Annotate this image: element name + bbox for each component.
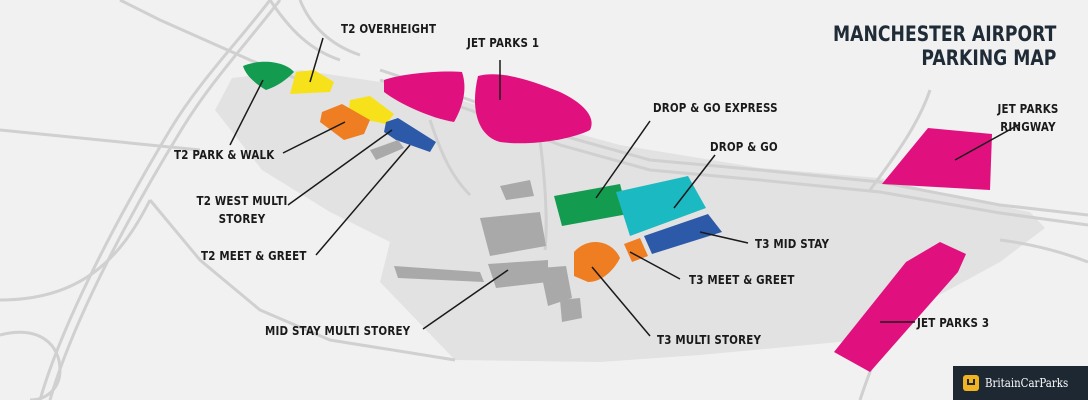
zone-jet-parks-1-east [474, 74, 592, 144]
label-t2-park-walk: T2 PARK & WALK [174, 148, 275, 162]
label-mid-stay-multi-storey: MID STAY MULTI STOREY [265, 324, 411, 338]
zone-t3-mid-stay [644, 214, 722, 254]
brand-name: BritainCarParks [985, 376, 1069, 390]
label-jet-parks-3: JET PARKS 3 [917, 316, 990, 330]
leader-lines [229, 37, 1021, 337]
label-jet-parks-1: JET PARKS 1 [467, 36, 540, 50]
car-park-icon [963, 375, 979, 391]
zone-jet-parks-ringway [882, 128, 992, 190]
map-title: MANCHESTER AIRPORT PARKING MAP [833, 22, 1056, 70]
map-title-line2: PARKING MAP [920, 46, 1056, 70]
label-t3-mid-stay: T3 MID STAY [755, 237, 830, 251]
label-t2-overheight: T2 OVERHEIGHT [341, 22, 437, 36]
label-t3-multi-storey: T3 MULTI STOREY [657, 333, 762, 347]
zone-t2-meet-greet [384, 118, 436, 152]
label-drop-go-express: DROP & GO EXPRESS [653, 101, 778, 115]
zone-t2-overheight [290, 70, 334, 94]
label-drop-go: DROP & GO [710, 140, 778, 154]
zone-jet-parks-3 [834, 242, 966, 372]
zone-jet-parks-1-west [384, 71, 465, 122]
zone-t3-meet-greet [624, 238, 648, 262]
label-t2-meet-greet: T2 MEET & GREET [201, 249, 307, 263]
zone-drop-go [616, 176, 706, 236]
terminal-buildings [370, 140, 582, 322]
label-jet-parks-ringway-line1: JET PARKS [997, 102, 1059, 116]
label-t3-meet-greet: T3 MEET & GREET [689, 273, 795, 287]
zone-t3-multi-storey [574, 241, 620, 282]
map-title-line1: MANCHESTER AIRPORT [832, 22, 1056, 46]
label-t2-west-multi-storey: T2 WEST MULTI STOREY [186, 192, 298, 228]
label-t2-west-multi-storey-line1: T2 WEST MULTI [196, 194, 288, 208]
label-jet-parks-ringway: JET PARKS RINGWAY [995, 100, 1060, 136]
zone-t2-park-walk [243, 61, 294, 90]
label-jet-parks-ringway-line2: RINGWAY [1000, 120, 1056, 134]
brand-badge: BritainCarParks [953, 366, 1088, 400]
zone-drop-go-express [554, 184, 628, 226]
label-t2-west-multi-storey-line2: STOREY [218, 212, 266, 226]
